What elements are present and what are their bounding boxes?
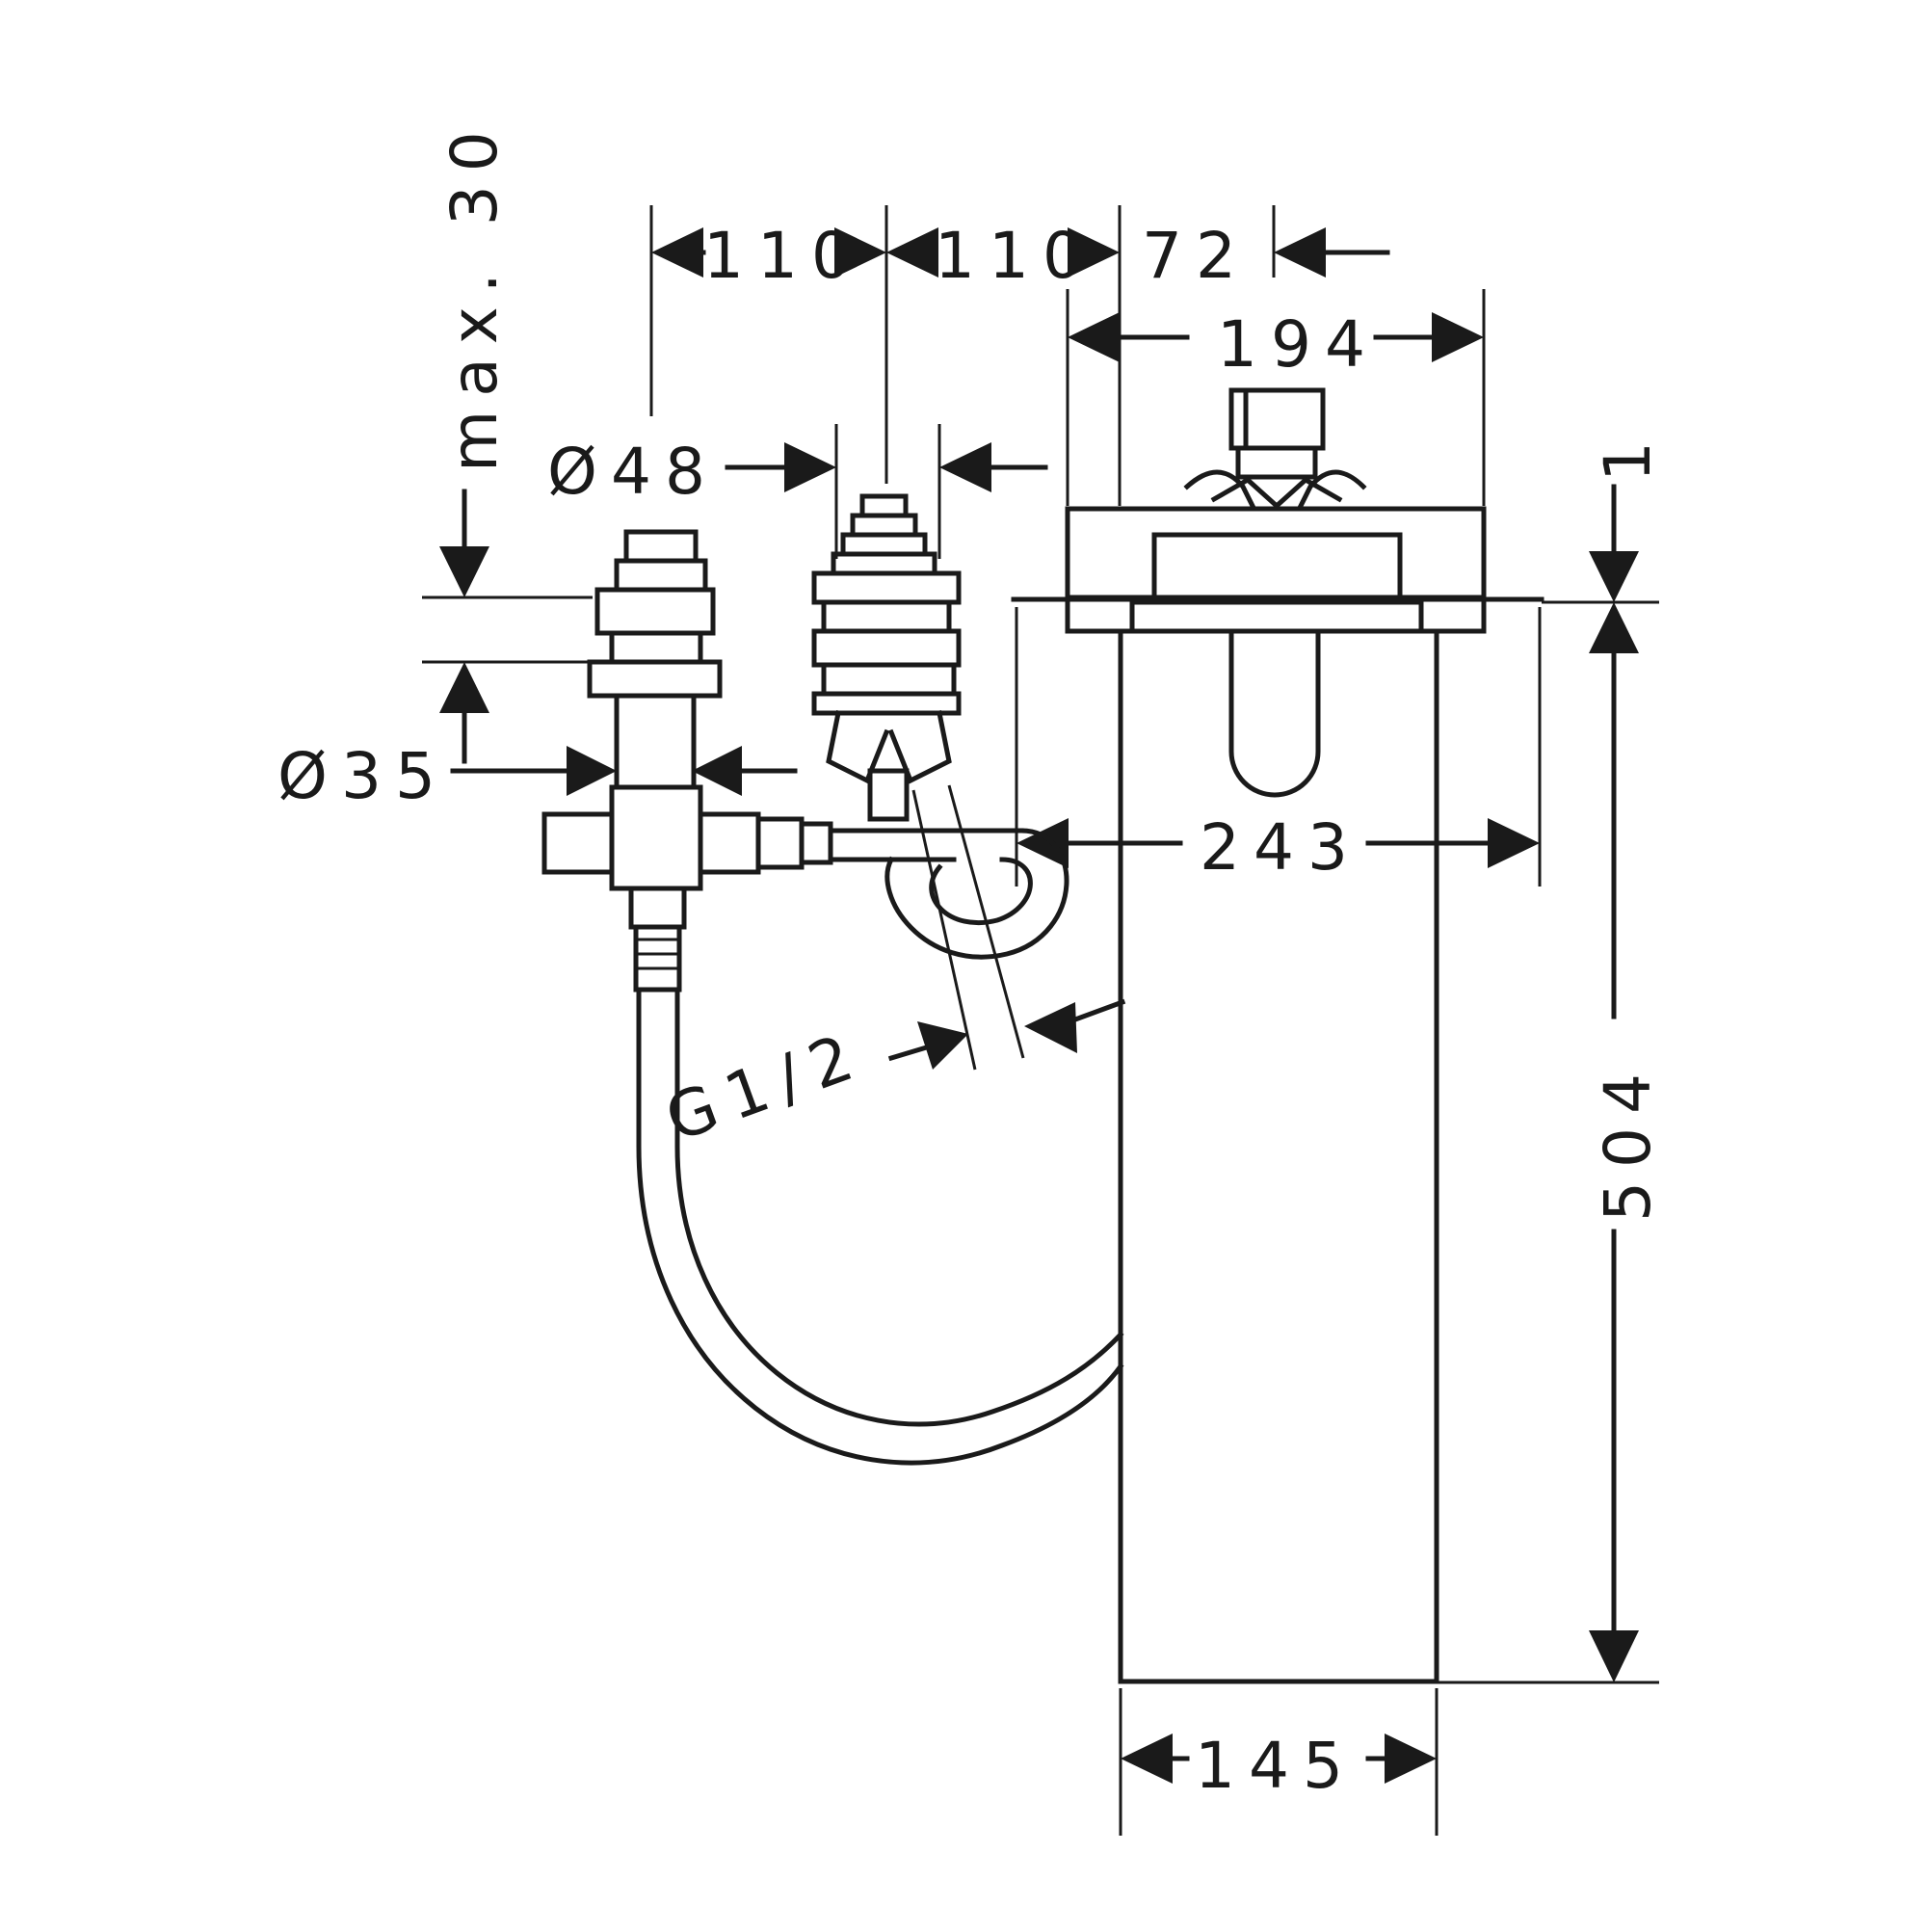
- dimension-line-diameter-48: [725, 424, 1048, 559]
- dim-diameter-48: Ø48: [547, 435, 719, 509]
- dimension-line-145: [1119, 1688, 1439, 1836]
- dimension-line-194: [1066, 289, 1486, 506]
- dim-110-right: 110: [935, 219, 1096, 293]
- thread-leader-g12: [887, 784, 1126, 1071]
- dim-72: 72: [1142, 219, 1250, 293]
- dimension-line-diameter-35: [450, 746, 798, 796]
- dimension-line-504: [1438, 484, 1659, 1684]
- dim-max-30: max. 30: [437, 118, 512, 472]
- dim-194: 194: [1217, 307, 1379, 382]
- dim-145: 145: [1195, 1729, 1357, 1803]
- dim-thread-g12: G1/2: [656, 1017, 875, 1156]
- dim-diameter-35: Ø35: [277, 739, 449, 813]
- left-valve: [541, 529, 1024, 992]
- dim-110-left: 110: [703, 219, 865, 293]
- hose-loop: [884, 828, 1069, 960]
- dimension-line-243: [1015, 607, 1542, 887]
- hose-long: [636, 987, 1124, 1466]
- middle-valve: [811, 493, 962, 822]
- dim-243: 243: [1200, 810, 1361, 885]
- dim-1: 1: [1591, 428, 1665, 482]
- dim-504: 504: [1591, 1060, 1665, 1222]
- spout-body: [1011, 387, 1544, 1684]
- dimension-line-max-30: [422, 489, 593, 764]
